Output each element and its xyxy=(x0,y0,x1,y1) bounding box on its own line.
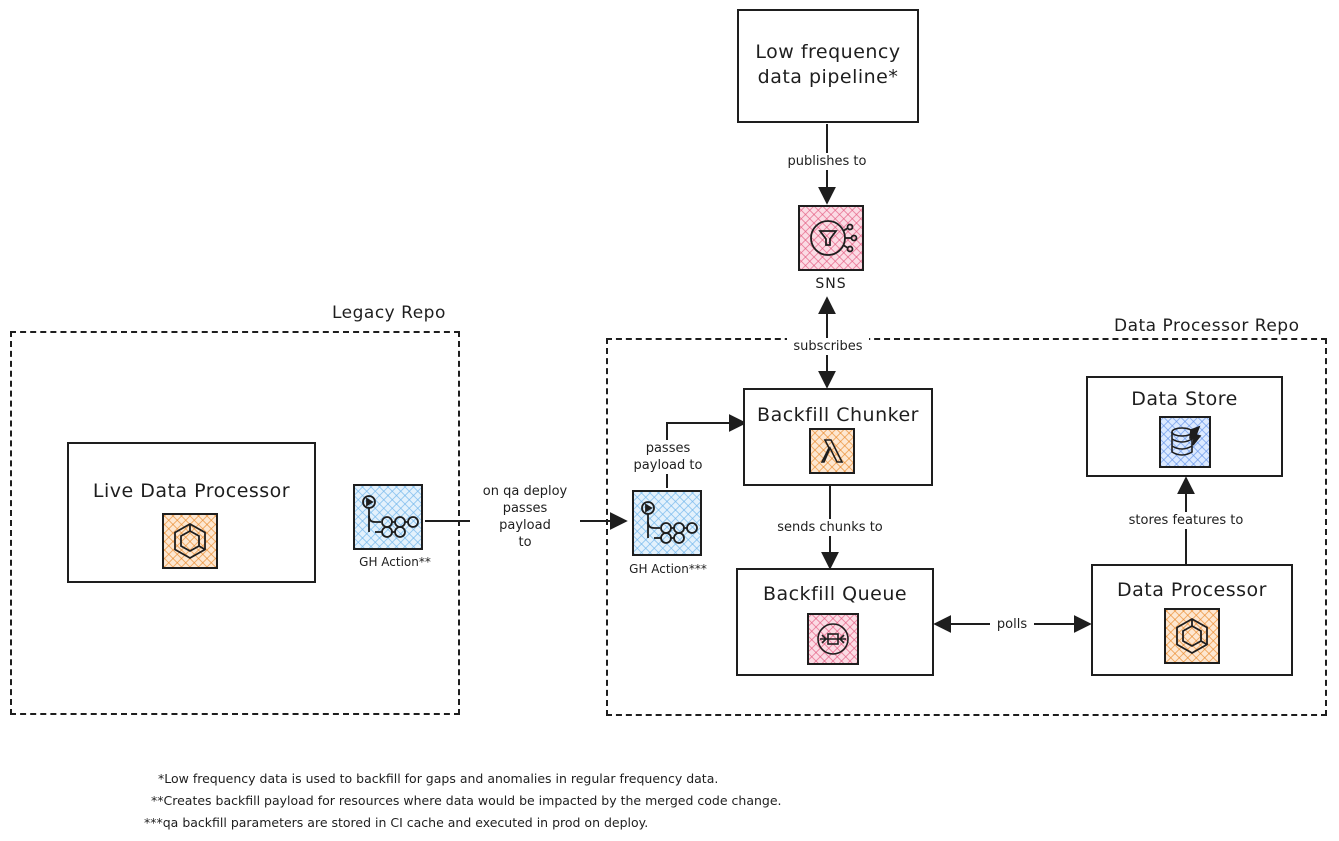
on-qa-deploy-label: on qa deploy passes payload to xyxy=(470,483,580,551)
legacy-repo-label: Legacy Repo xyxy=(332,303,446,323)
sends-chunks-label: sends chunks to xyxy=(762,519,898,536)
database-icon xyxy=(1159,416,1211,468)
sns-icon xyxy=(798,205,864,271)
live-data-processor-node: Live Data Processor xyxy=(67,442,316,583)
data-processor-repo-label: Data Processor Repo xyxy=(1114,316,1300,336)
on-qa-deploy-line3: payload xyxy=(499,518,551,533)
on-qa-deploy-line4: to xyxy=(518,535,532,550)
polls-label: polls xyxy=(990,616,1034,633)
gh-action-legacy-caption: GH Action** xyxy=(359,555,431,569)
backfill-queue-label: Backfill Queue xyxy=(762,583,908,605)
on-qa-deploy-line2: passes xyxy=(502,501,548,516)
publishes-to-label: publishes to xyxy=(777,153,877,170)
backfill-queue-node: Backfill Queue xyxy=(736,568,934,676)
passes-payload-line2: payload to xyxy=(633,458,703,473)
github-actions-icon xyxy=(632,490,702,556)
live-data-processor-label: Live Data Processor xyxy=(92,480,291,502)
data-store-label: Data Store xyxy=(1131,388,1238,410)
low-frequency-label-line2: data pipeline* xyxy=(757,66,899,88)
backfill-chunker-label: Backfill Chunker xyxy=(757,404,919,426)
on-qa-deploy-line1: on qa deploy xyxy=(482,484,568,499)
footnote-2: **Creates backfill payload for resources… xyxy=(151,793,782,808)
sns-caption: SNS xyxy=(815,276,847,292)
gh-action-dp-caption: GH Action*** xyxy=(629,562,707,576)
legacy-repo-group xyxy=(10,331,460,715)
low-frequency-label-line1: Low frequency xyxy=(755,41,901,63)
data-store-node: Data Store xyxy=(1086,376,1283,477)
passes-payload-label: passes payload to xyxy=(618,440,718,474)
sqs-icon xyxy=(807,613,859,665)
data-processor-repo-group xyxy=(606,338,1327,716)
ecs-icon xyxy=(1164,608,1220,664)
github-actions-icon xyxy=(353,484,423,550)
footnote-1: *Low frequency data is used to backfill … xyxy=(158,771,719,786)
subscribes-label: subscribes xyxy=(787,338,869,355)
stores-features-label: stores features to xyxy=(1101,512,1271,529)
footnote-3: ***qa backfill parameters are stored in … xyxy=(144,815,649,830)
data-processor-label: Data Processor xyxy=(1117,579,1267,601)
low-frequency-pipeline-node: Low frequency data pipeline* xyxy=(737,9,919,123)
backfill-chunker-node: Backfill Chunker xyxy=(743,388,933,486)
ecs-icon xyxy=(162,513,218,569)
passes-payload-line1: passes xyxy=(645,441,691,456)
data-processor-node: Data Processor xyxy=(1091,564,1293,676)
lambda-icon xyxy=(809,428,855,474)
